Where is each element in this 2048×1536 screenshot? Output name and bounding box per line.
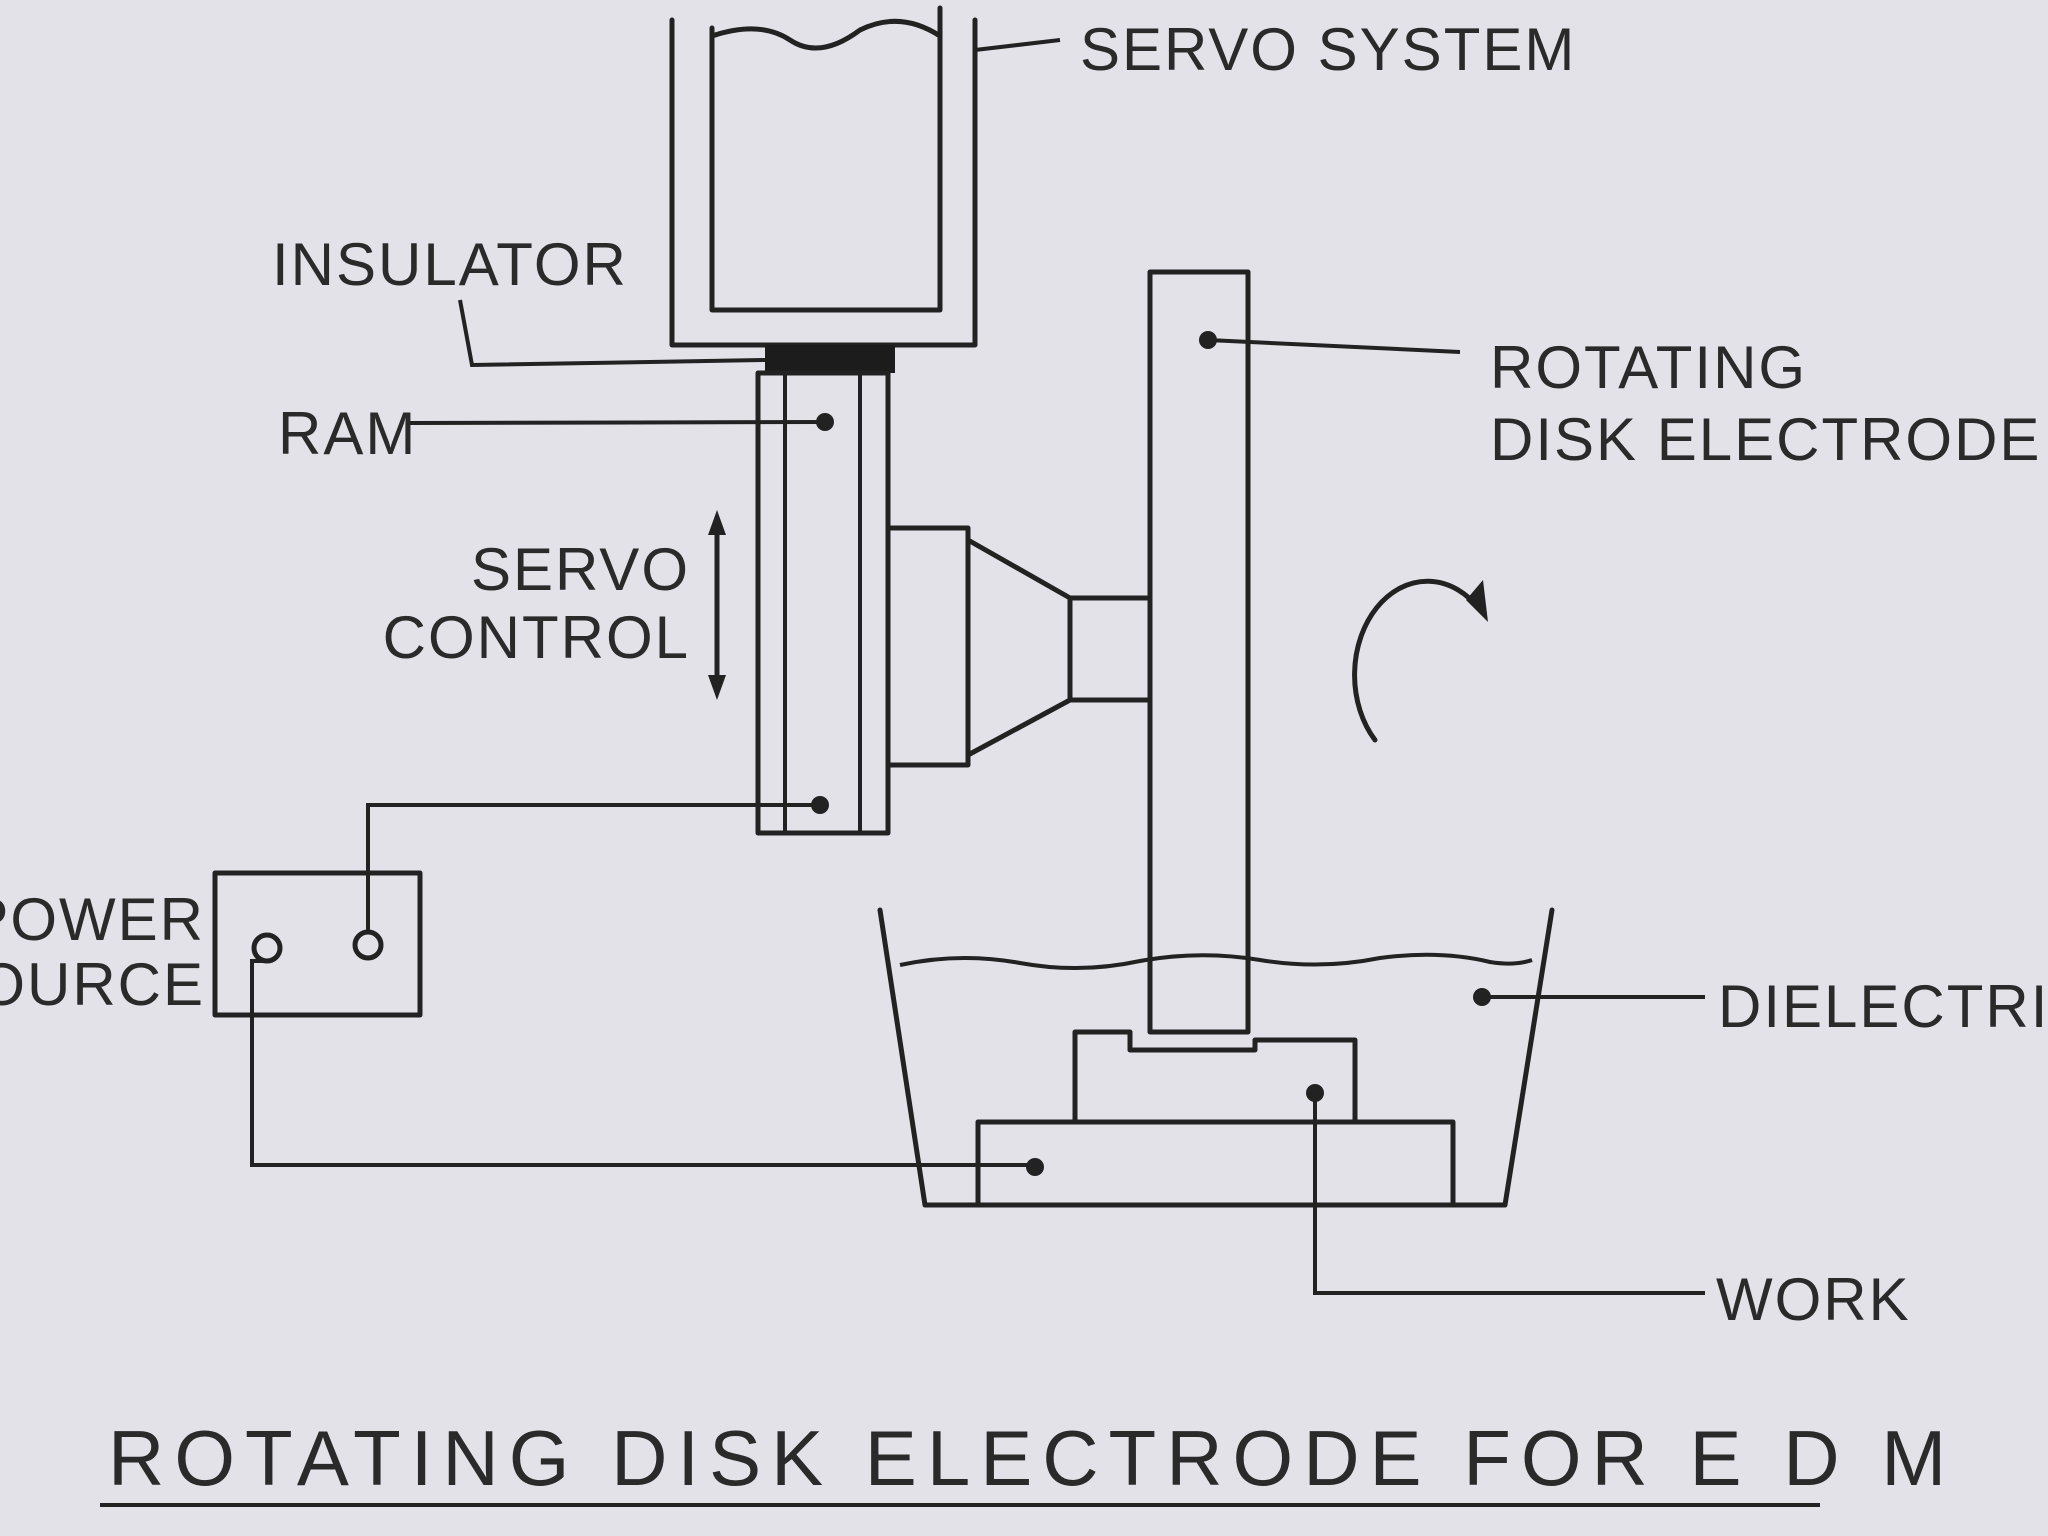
label-power-source-2: SOURCE <box>0 951 205 1018</box>
wiring <box>250 803 1705 1295</box>
label-servo-system: SERVO SYSTEM <box>1080 16 1576 83</box>
connection-dots <box>811 331 1491 1176</box>
label-work: WORK <box>1716 1266 1911 1333</box>
label-insulator: INSULATOR <box>272 231 628 298</box>
label-power-source-1: POWER <box>0 886 205 953</box>
power-source-box <box>212 870 423 1018</box>
spindle-coupling <box>885 525 1153 768</box>
label-servo-control-1: SERVO <box>471 536 690 603</box>
label-rotating-disk-2: DISK ELECTRODE <box>1490 406 2041 473</box>
work-piece <box>975 1029 1456 1208</box>
ram <box>755 370 891 836</box>
insulator-block <box>765 345 895 373</box>
servo-system-housing <box>669 5 978 348</box>
servo-control-arrow-icon <box>708 510 726 700</box>
label-servo-control-2: CONTROL <box>383 604 690 671</box>
diagram-title: ROTATING DISK ELECTRODE FOR E D M <box>108 1414 1956 1502</box>
leader-lines <box>409 38 1705 999</box>
rotation-arrow-icon <box>1352 578 1488 743</box>
label-ram: RAM <box>278 400 417 467</box>
rotating-disk-electrode <box>1147 269 1251 1035</box>
label-dielectric: DIELECTRIC <box>1718 973 2048 1040</box>
label-rotating-disk-1: ROTATING <box>1490 334 1807 401</box>
